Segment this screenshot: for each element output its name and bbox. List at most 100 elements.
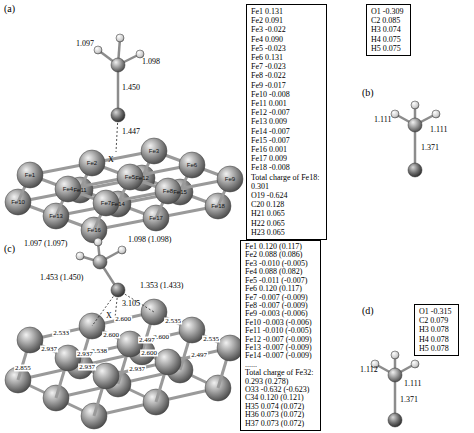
charge-entry: Fe11 -0.010 (-0.005) bbox=[245, 327, 316, 335]
fe-atom bbox=[17, 162, 43, 188]
charge-entry: 0.301 bbox=[251, 182, 322, 191]
fe-atom bbox=[141, 138, 167, 164]
atom-label: Fe16 bbox=[87, 227, 101, 233]
charge-entry: O1 -0.315 bbox=[419, 307, 454, 316]
bond-length: 1.097 bbox=[76, 40, 94, 48]
distance-label: 2.497 bbox=[138, 337, 156, 344]
distance-label: 2.855 bbox=[14, 365, 32, 372]
distance-label: 2.600 bbox=[140, 350, 158, 357]
charge-entry: Fe14 -0.007 bbox=[251, 127, 322, 136]
charge-table: Fe1 0.131Fe2 0.091Fe3 -0.022Fe4 0.090Fe5… bbox=[246, 4, 327, 240]
atom bbox=[411, 360, 419, 368]
charge-entry: H22 0.065 bbox=[251, 219, 322, 228]
distance-label: 2.937 bbox=[76, 351, 94, 358]
charge-entry: Fe1 0.120 (0.117) bbox=[245, 243, 316, 251]
charge-entry: Fe8 -0.022 bbox=[251, 71, 322, 80]
charge-entry: H4 0.075 bbox=[371, 35, 406, 44]
bond-length: X bbox=[106, 312, 112, 320]
bond-length: 1.098 (1.098) bbox=[128, 236, 171, 244]
methoxy-molecule bbox=[371, 351, 419, 427]
atom bbox=[391, 351, 399, 359]
distance-label: 2.937 bbox=[40, 346, 58, 353]
atom bbox=[408, 163, 422, 177]
charge-entry: Fe3 -0.010 (-0.005) bbox=[245, 260, 316, 268]
fe-atom bbox=[55, 345, 81, 371]
charge-entry: O19 -0.624 bbox=[251, 191, 322, 200]
bond-length: 1.450 bbox=[122, 84, 140, 92]
charge-entry: Fe5 -0.011 (-0.007) bbox=[245, 277, 316, 285]
molecular-bond bbox=[117, 65, 120, 115]
atom-label: Fe18 bbox=[211, 203, 225, 209]
charge-entry: Fe12 -0.007 (-0.009) bbox=[245, 336, 316, 344]
atom-label: Fe6 bbox=[187, 162, 197, 168]
distance-label: 2.533 bbox=[52, 330, 70, 337]
charge-entry: H23 0.065 bbox=[251, 228, 322, 237]
atom-label: Fe12 bbox=[135, 175, 149, 181]
bond-length: 1.112 bbox=[360, 366, 378, 374]
fe-atom bbox=[143, 205, 169, 231]
bond-length: 1.111 bbox=[374, 116, 391, 124]
fe-atom bbox=[217, 166, 243, 192]
fe-atom bbox=[155, 349, 181, 375]
bond-length: 1.111 bbox=[430, 126, 447, 134]
charge-entry: Fe16 0.001 bbox=[251, 145, 322, 154]
charge-entry: ...... bbox=[245, 361, 316, 369]
charge-table: O1 -0.315C2 0.079H3 0.078H4 0.078H5 0.07… bbox=[414, 304, 459, 356]
charge-entry: H3 0.078 bbox=[419, 325, 454, 334]
atom bbox=[388, 368, 402, 382]
atom-label: Fe14 bbox=[111, 201, 125, 207]
methoxy-molecule bbox=[391, 101, 440, 177]
atom-label: Fe1 bbox=[25, 172, 35, 178]
fe-atom bbox=[17, 327, 43, 353]
fe-atom bbox=[43, 203, 69, 229]
atom-label: Fe15 bbox=[173, 189, 187, 195]
charge-entry: Fe11 0.001 bbox=[251, 99, 322, 108]
charge-entry: O1 -0.309 bbox=[371, 7, 406, 16]
bond-length: 1.111 bbox=[404, 380, 421, 388]
atom-label: Fe5 bbox=[125, 174, 135, 180]
charge-entry: Fe9 -0.003 (-0.006) bbox=[245, 310, 316, 318]
charge-entry: 0.293 (0.278) bbox=[245, 378, 316, 386]
charge-entry: H4 0.078 bbox=[419, 335, 454, 344]
panel-label: (a) bbox=[4, 4, 15, 14]
atom bbox=[76, 252, 84, 260]
charge-entry: Fe4 0.090 bbox=[251, 35, 322, 44]
atom bbox=[93, 255, 107, 269]
atom-label: Fe8 bbox=[163, 188, 173, 194]
distance-label: 2.600 bbox=[114, 316, 132, 323]
charge-entry: C2 0.079 bbox=[419, 316, 454, 325]
charge-table: Fe1 0.120 (0.117)Fe2 0.088 (0.086)Fe3 -0… bbox=[240, 240, 321, 431]
atom bbox=[94, 46, 102, 54]
charge-entry: Fe8 -0.007 (-0.009) bbox=[245, 302, 316, 310]
distance-label: 2.600 bbox=[102, 332, 120, 339]
atom bbox=[118, 246, 126, 254]
atom bbox=[432, 110, 440, 118]
atom-label: Fe4 bbox=[63, 186, 73, 192]
charge-entry: H21 0.065 bbox=[251, 209, 322, 218]
atom bbox=[408, 118, 422, 132]
charge-entry: Fe7 -0.007 (-0.009) bbox=[245, 294, 316, 302]
atom-label: Fe3 bbox=[149, 148, 159, 154]
fe-atom bbox=[117, 331, 143, 357]
atom-label: Fe2 bbox=[87, 160, 97, 166]
charge-entry: Fe4 0.088 (0.082) bbox=[245, 268, 316, 276]
atom bbox=[411, 101, 419, 109]
fe-atom bbox=[81, 217, 107, 243]
atom bbox=[111, 283, 125, 297]
methoxy-molecule bbox=[94, 34, 144, 152]
atom bbox=[116, 34, 124, 42]
panel-label: (d) bbox=[362, 306, 374, 316]
iron-slab bbox=[5, 138, 243, 243]
charge-entry: O33 -0.632 (-0.623) bbox=[245, 386, 316, 394]
charge-entry: Fe12 -0.007 bbox=[251, 108, 322, 117]
charge-entry: Fe13 0.009 bbox=[251, 117, 322, 126]
distance-label: 2.535 bbox=[202, 336, 220, 343]
bond-length: 1.447 bbox=[122, 128, 140, 136]
charge-entry: Fe2 0.091 bbox=[251, 16, 322, 25]
fe-atom bbox=[205, 193, 231, 219]
charge-entry: H37 0.073 (0.072) bbox=[245, 420, 316, 428]
bond-length: 1.098 bbox=[142, 58, 160, 66]
charge-entry: C20 0.128 bbox=[251, 200, 322, 209]
bond-length: 1.453 (1.450) bbox=[40, 274, 83, 282]
